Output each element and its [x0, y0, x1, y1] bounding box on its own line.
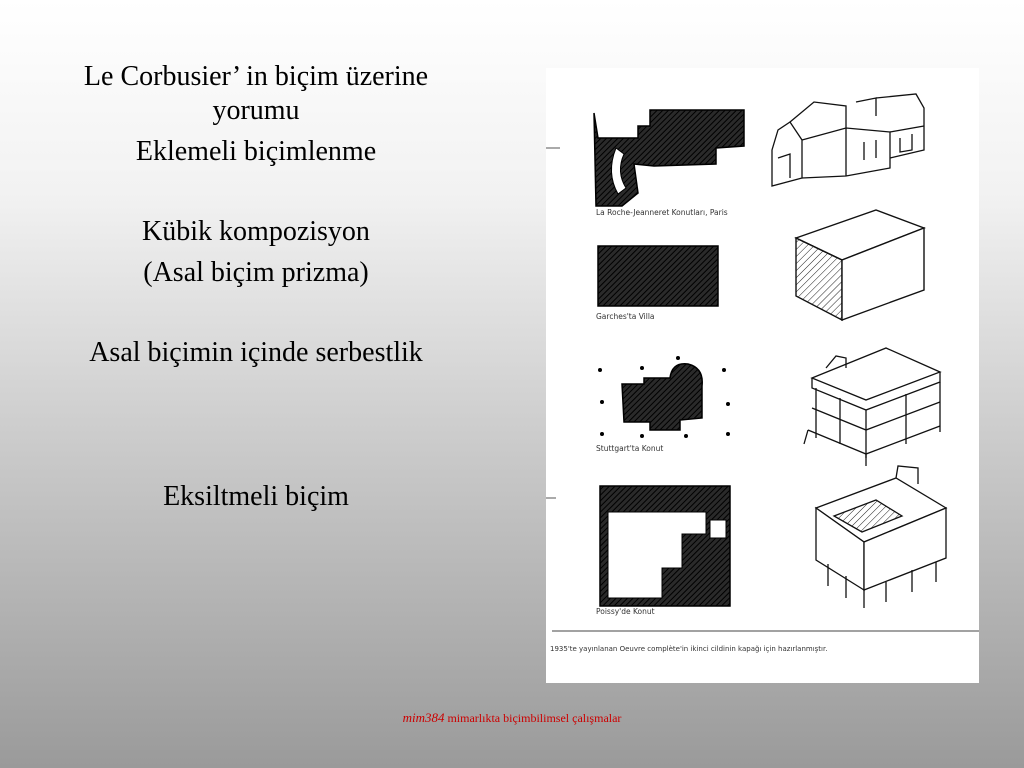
plan-sketch-2 — [597, 245, 719, 307]
sketch-drawing: La Roche-Jeanneret Konutları, Paris Garc… — [546, 93, 979, 653]
plan-sketch-4 — [599, 485, 731, 607]
caption-2: Garches'ta Villa — [596, 312, 655, 321]
cubic-composition-text: Kübik kompozisyon — [142, 215, 370, 247]
course-subtitle: mimarlıkta biçimbilimsel çalışmalar — [447, 711, 622, 725]
course-code: mim384 — [402, 710, 445, 725]
axonometric-sketch-4 — [814, 465, 948, 608]
axonometric-sketch-1 — [771, 93, 925, 187]
caption-1: La Roche-Jeanneret Konutları, Paris — [596, 208, 728, 217]
source-note: 1935'te yayınlanan Oeuvre complète'in ik… — [550, 645, 827, 653]
footer: mim384 mimarlıkta biçimbilimsel çalışmal… — [0, 710, 1024, 726]
plan-sketch-3 — [598, 356, 730, 438]
axonometric-sketch-2 — [794, 209, 926, 322]
heading-line-2: yorumu — [212, 94, 300, 126]
prism-form-text: (Asal biçim prizma) — [143, 257, 369, 289]
plan-sketch-1 — [593, 109, 745, 207]
sketch-panel: La Roche-Jeanneret Konutları, Paris Garc… — [546, 68, 979, 683]
caption-3: Stuttgart'ta Konut — [596, 444, 663, 453]
axonometric-sketch-3 — [803, 347, 942, 466]
heading-line-1: Le Corbusier’ in biçim üzerine — [83, 61, 429, 92]
freedom-in-form-text: Asal biçimin içinde serbestlik — [89, 336, 423, 368]
caption-4: Poissy'de Konut — [596, 607, 655, 616]
subtractive-form-text: Eksiltmeli biçim — [163, 480, 349, 512]
text-column: Le Corbusier’ in biçim üzerine yorumu Ek… — [30, 60, 482, 513]
additive-form-text: Eklemeli biçimlenme — [135, 136, 377, 168]
